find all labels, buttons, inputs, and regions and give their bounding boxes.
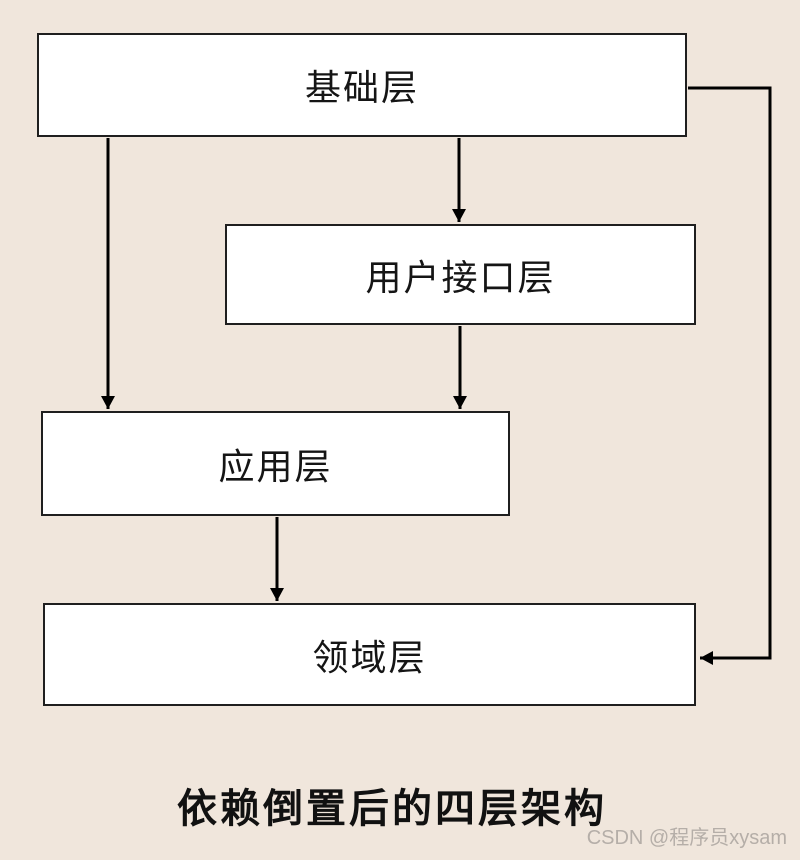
node-label: 基础层 — [304, 67, 419, 108]
watermark: CSDN @程序员xysam — [586, 827, 787, 849]
node-application-layer: 应用层 — [41, 411, 510, 516]
node-infrastructure-layer: 基础层 — [37, 33, 687, 137]
node-label: 领域层 — [312, 636, 427, 678]
node-domain-layer: 领域层 — [43, 603, 696, 706]
diagram-caption: 依赖倒置后的四层架构 — [177, 787, 607, 831]
node-label: 应用层 — [218, 445, 333, 487]
node-label: 用户接口层 — [365, 256, 556, 298]
arrow-infrastructure-to-domain-elbow — [688, 86, 772, 665]
node-user-interface-layer: 用户接口层 — [225, 224, 696, 325]
